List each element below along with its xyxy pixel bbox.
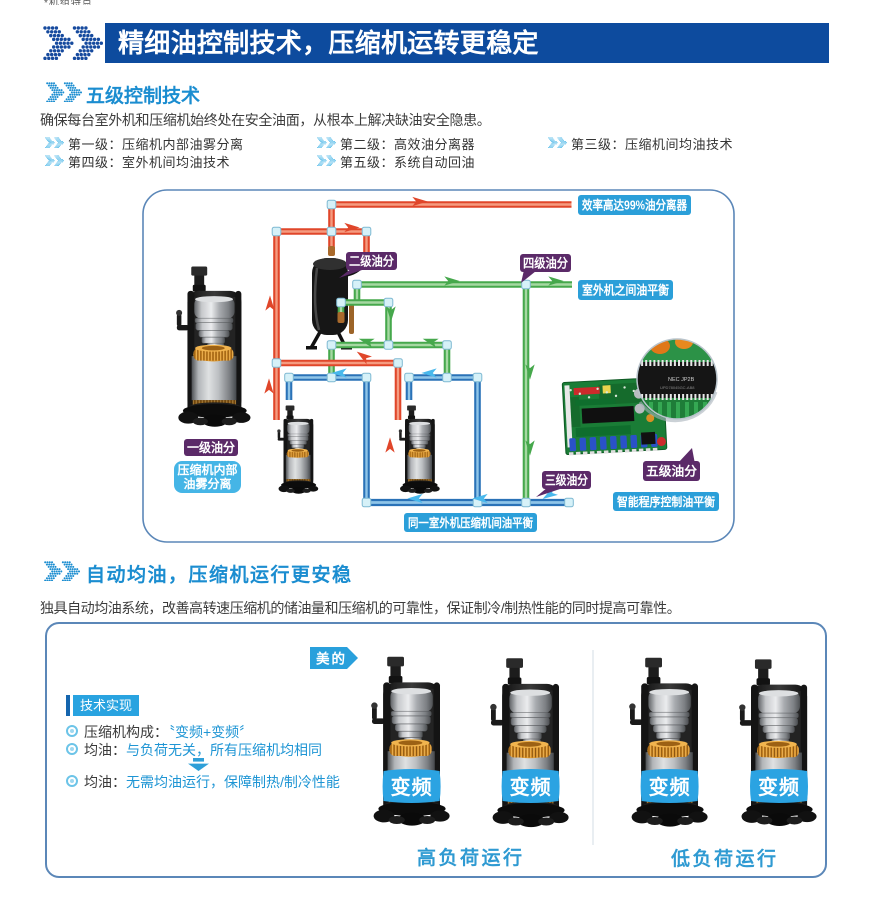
svg-text:四级油分: 四级油分 [523,256,568,271]
svg-text:效率高达99%油分离器: 效率高达99%油分离器 [582,198,687,213]
svg-text:UPD78045GC-AB8: UPD78045GC-AB8 [660,385,695,390]
svg-text:同一室外机压缩机间油平衡: 同一室外机压缩机间油平衡 [408,515,533,530]
svg-text:智能程序控制油平衡: 智能程序控制油平衡 [616,494,715,509]
svg-text:压缩机内部: 压缩机内部 [178,462,238,477]
svg-text:油雾分离: 油雾分离 [184,476,232,491]
svg-text:变频: 变频 [649,775,691,799]
svg-text:二级油分: 二级油分 [349,254,394,269]
svg-text:美的: 美的 [316,651,347,667]
svg-text:变频: 变频 [758,775,800,799]
svg-text:室外机之间油平衡: 室外机之间油平衡 [582,283,669,298]
svg-text:五级油分: 五级油分 [646,464,697,479]
svg-text:三级油分: 三级油分 [545,473,588,488]
svg-text:变频: 变频 [510,775,552,799]
svg-text:NEC JP2B: NEC JP2B [668,377,695,383]
svg-text:一级油分: 一级油分 [187,440,235,455]
svg-text:变频: 变频 [391,775,433,799]
